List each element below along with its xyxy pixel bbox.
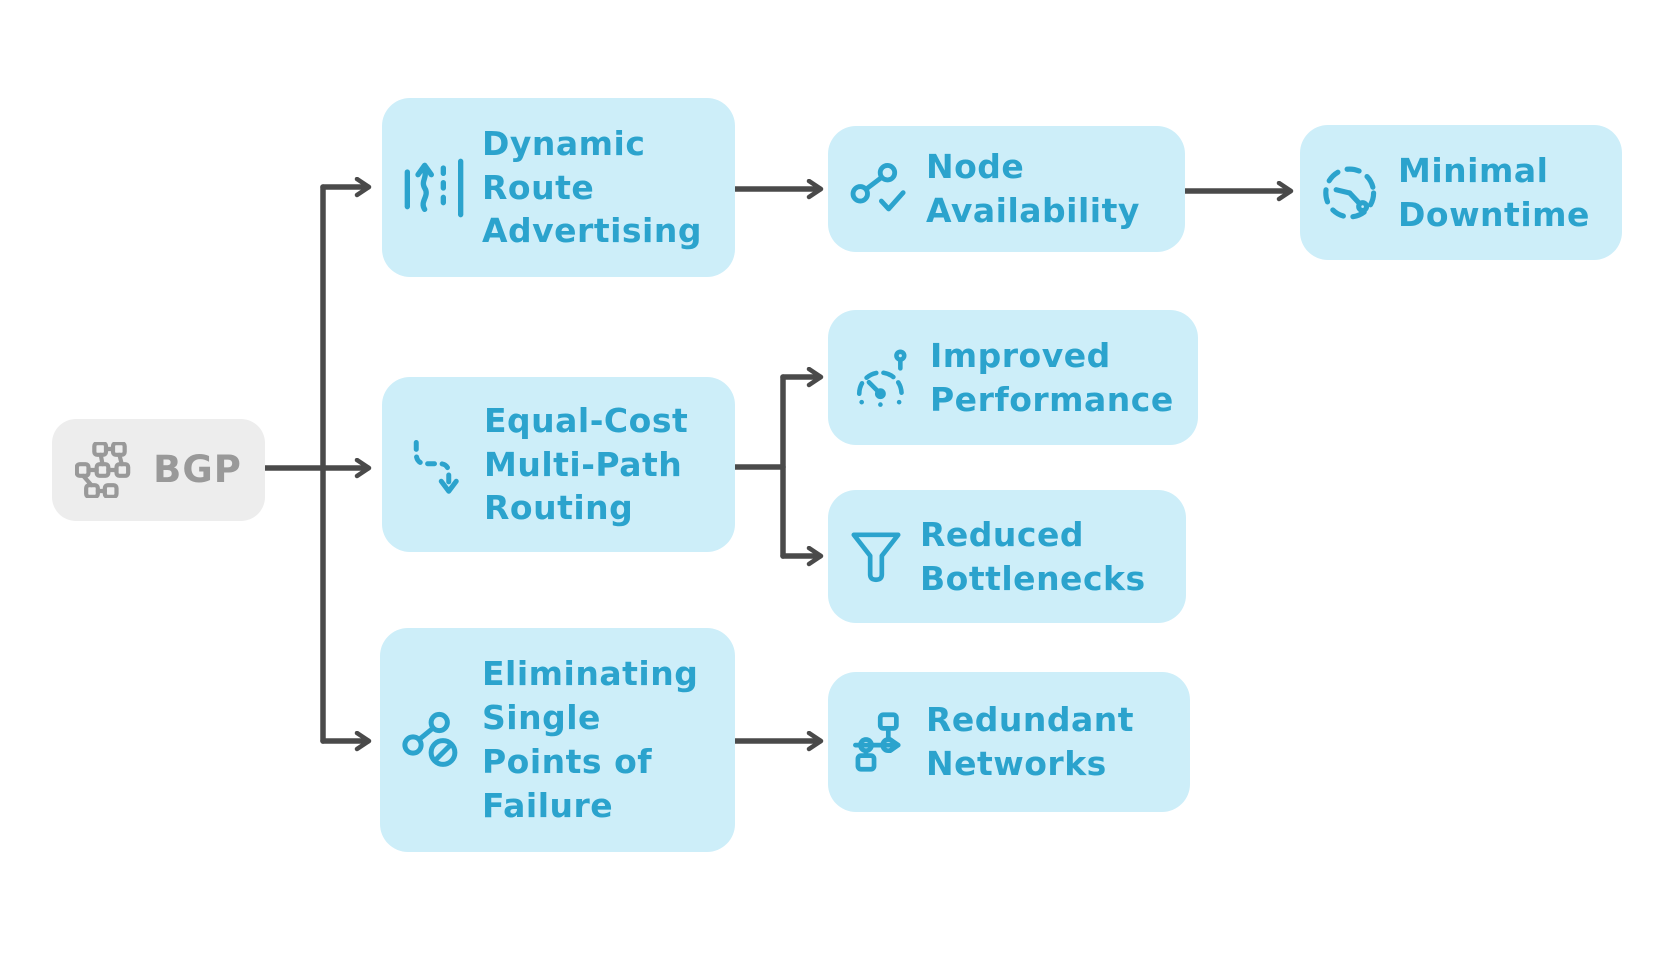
node-label: Redundant Networks xyxy=(926,700,1135,783)
dashed-path-arrow-icon xyxy=(402,435,468,495)
node-label: Node Availability xyxy=(926,147,1140,230)
node-improved-performance: Improved Performance xyxy=(828,310,1198,445)
node-label: Dynamic Route Advertising xyxy=(482,123,702,251)
node-bgp: BGP xyxy=(52,419,265,521)
node-label: Eliminating Single Points of Failure xyxy=(482,654,699,825)
node-label: BGP xyxy=(153,448,242,492)
node-equal-cost-multi-path-routing: Equal-Cost Multi-Path Routing xyxy=(382,377,735,552)
linked-nodes-check-icon xyxy=(848,160,910,218)
node-dynamic-route-advertising: Dynamic Route Advertising xyxy=(382,98,735,277)
node-reduced-bottlenecks: Reduced Bottlenecks xyxy=(828,490,1186,623)
network-topology-icon xyxy=(848,711,910,773)
gauge-icon xyxy=(848,348,914,407)
nodes-prohibited-icon xyxy=(400,710,466,770)
node-label: Equal-Cost Multi-Path Routing xyxy=(484,400,689,528)
dashed-clock-icon xyxy=(1320,162,1382,224)
node-label: Minimal Downtime xyxy=(1398,150,1590,234)
route-lanes-icon xyxy=(402,156,466,220)
node-label: Reduced Bottlenecks xyxy=(920,514,1146,598)
node-node-availability: Node Availability xyxy=(828,126,1185,252)
node-redundant-networks: Redundant Networks xyxy=(828,672,1190,812)
funnel-icon xyxy=(848,527,904,587)
node-eliminating-single-points-of-failure: Eliminating Single Points of Failure xyxy=(380,628,735,852)
node-label: Improved Performance xyxy=(930,335,1174,419)
network-mesh-icon xyxy=(75,442,137,498)
node-minimal-downtime: Minimal Downtime xyxy=(1300,125,1622,260)
